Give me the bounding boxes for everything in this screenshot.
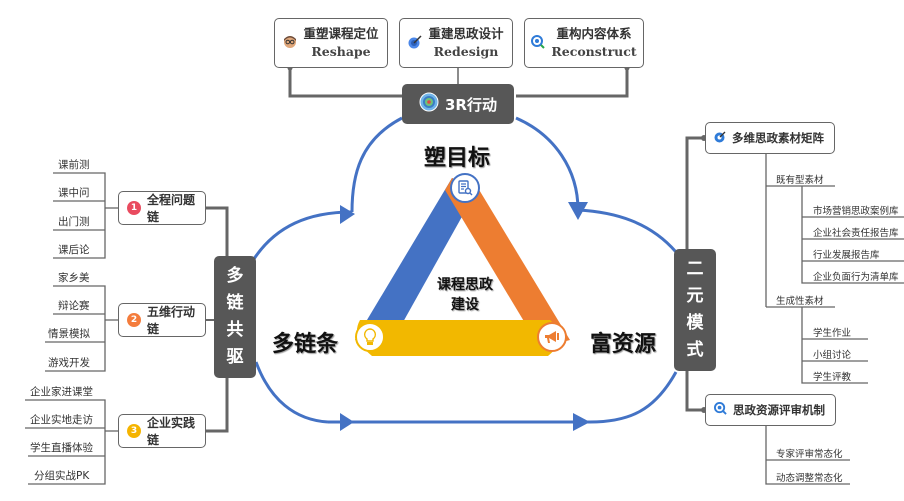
hub-char: 共 — [226, 320, 244, 340]
hub-char: 式 — [686, 340, 704, 360]
leaf-item[interactable]: 学生评教 — [813, 372, 852, 383]
triangle-side-yellow — [356, 320, 560, 356]
triangle-side-orange — [445, 178, 570, 348]
group-label[interactable]: 生成性素材 — [776, 296, 824, 307]
hub-3r-action[interactable]: 3R行动 — [402, 84, 514, 124]
leaf-item[interactable]: 家乡美 — [58, 272, 90, 284]
search-target-icon — [714, 402, 727, 418]
cycle-arrows — [250, 116, 678, 424]
hub-3r-label: 3R行动 — [445, 95, 497, 114]
reshape-box[interactable]: 重塑课程定位 Reshape — [274, 18, 388, 68]
arrowhead — [340, 205, 355, 224]
leaf-item[interactable]: 出门测 — [58, 216, 90, 228]
leaf-item[interactable]: 课中问 — [58, 187, 90, 199]
hub-char: 二 — [686, 259, 704, 279]
arrow-top-left — [350, 116, 403, 213]
matrix-label: 多维思政素材矩阵 — [732, 131, 824, 145]
center-triangle — [355, 178, 570, 356]
leaf-item[interactable]: 学生作业 — [813, 328, 852, 339]
leaf-item[interactable]: 企业负面行为清单库 — [813, 272, 899, 283]
center-title-line1: 课程思政 — [437, 277, 493, 293]
chain-label: 企业实践链 — [147, 416, 196, 447]
number-badge-1: 1 — [127, 201, 141, 215]
triangle-side-blue — [355, 178, 478, 340]
leaf-item[interactable]: 行业发展报告库 — [813, 250, 880, 261]
connectors — [202, 68, 704, 433]
arrowhead — [568, 202, 588, 220]
reconstruct-box[interactable]: 重构内容体系 Reconstruct — [524, 18, 644, 68]
leaf-item[interactable]: 企业家进课堂 — [30, 386, 93, 398]
arrow-left-top — [250, 210, 353, 263]
hub-multi-chain[interactable]: 多 链 共 驱 — [214, 256, 256, 378]
leaf-item[interactable]: 企业实地走访 — [30, 414, 93, 426]
redesign-box[interactable]: 重建思政设计 Redesign — [399, 18, 513, 68]
dart-target-icon — [408, 34, 423, 53]
leaf-item[interactable]: 动态调整常态化 — [776, 473, 843, 484]
arrowhead — [573, 413, 590, 431]
leaf-item[interactable]: 游戏开发 — [48, 357, 90, 369]
arrow-bottom-right — [589, 371, 678, 424]
left-brackets — [25, 172, 118, 485]
leaf-item[interactable]: 企业社会责任报告库 — [813, 228, 899, 239]
arrow-top-right — [515, 116, 580, 211]
hub-char: 驱 — [226, 347, 244, 367]
number-badge-2: 2 — [127, 313, 141, 327]
chain-question[interactable]: 1 全程问题链 — [118, 191, 206, 225]
material-matrix-box[interactable]: 多维思政素材矩阵 — [705, 122, 835, 154]
review-label: 思政资源评审机制 — [733, 403, 825, 417]
leaf-item[interactable]: 课前测 — [58, 159, 90, 171]
hub-char: 链 — [226, 293, 244, 313]
reconstruct-en: Reconstruct — [551, 44, 637, 59]
chain-label: 全程问题链 — [147, 193, 196, 224]
chain-enterprise[interactable]: 3 企业实践链 — [118, 414, 206, 448]
reshape-en: Reshape — [311, 44, 371, 59]
group-label[interactable]: 既有型素材 — [776, 175, 824, 186]
hub-dual-mode[interactable]: 二 元 模 式 — [674, 249, 716, 371]
arrowhead — [340, 413, 354, 431]
search-target-icon — [531, 34, 546, 53]
vertex-label-resource: 富资源 — [590, 331, 657, 357]
redesign-en: Redesign — [433, 44, 499, 59]
review-mechanism-box[interactable]: 思政资源评审机制 — [705, 394, 836, 426]
vertex-label-chain: 多链条 — [272, 331, 339, 357]
leaf-item[interactable]: 课后论 — [58, 244, 90, 256]
dart-target-icon — [714, 131, 726, 146]
chain-label: 五维行动链 — [147, 305, 196, 336]
reconstruct-cn: 重构内容体系 — [556, 26, 632, 41]
leaf-item[interactable]: 小组讨论 — [813, 350, 852, 361]
number-badge-3: 3 — [127, 424, 141, 438]
hub-char: 模 — [686, 313, 704, 333]
arrow-bottom-left — [254, 361, 329, 424]
person-glasses-icon — [283, 34, 297, 53]
target-icon — [419, 92, 439, 116]
right-tree — [765, 154, 904, 485]
redesign-cn: 重建思政设计 — [428, 26, 504, 41]
chain-action[interactable]: 2 五维行动链 — [118, 303, 206, 337]
hub-char: 多 — [226, 266, 244, 286]
lightbulb-icon — [355, 322, 385, 352]
leaf-item[interactable]: 分组实战PK — [34, 470, 90, 482]
hub-char: 元 — [686, 286, 704, 306]
leaf-item[interactable]: 情景模拟 — [48, 328, 90, 340]
cycle-arrowheads — [340, 202, 590, 431]
arrow-right-top — [577, 208, 678, 253]
leaf-item[interactable]: 辩论赛 — [58, 300, 90, 312]
reshape-cn: 重塑课程定位 — [303, 26, 379, 41]
center-title: 课程思政 建设 — [420, 275, 510, 315]
leaf-item[interactable]: 市场营销思政案例库 — [813, 206, 899, 217]
leaf-item[interactable]: 学生直播体验 — [30, 442, 93, 454]
leaf-item[interactable]: 专家评审常态化 — [776, 449, 843, 460]
center-title-line2: 建设 — [451, 297, 479, 313]
document-search-icon — [450, 173, 480, 203]
vertex-label-goal: 塑目标 — [424, 145, 491, 171]
megaphone-icon — [537, 322, 567, 352]
